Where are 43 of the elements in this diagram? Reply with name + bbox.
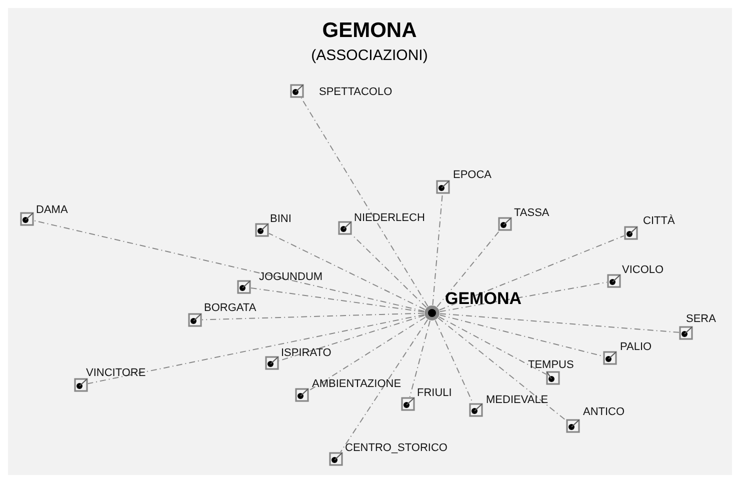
connector-line xyxy=(88,314,425,384)
hub-label: GEMONA xyxy=(445,289,522,309)
connector-line xyxy=(278,314,425,362)
connector-line xyxy=(439,282,608,312)
term-label: VICOLO xyxy=(622,264,664,276)
term-label: ANTICO xyxy=(583,406,625,418)
connector-line xyxy=(440,313,680,333)
connector-line xyxy=(250,288,425,312)
term-label: EPOCA xyxy=(453,169,492,181)
connector-line xyxy=(438,318,566,421)
connector-line xyxy=(300,98,428,307)
connector-line xyxy=(409,320,430,398)
term-label: VINCITORE xyxy=(86,367,146,379)
connector-line xyxy=(436,230,500,308)
connector-line xyxy=(438,316,546,375)
connector-line xyxy=(439,314,604,357)
term-label: SPETTACOLO xyxy=(319,86,392,98)
term-label: JOGUNDUM xyxy=(259,271,323,283)
term-label: BINI xyxy=(270,213,292,225)
term-label: CITTÀ xyxy=(643,215,675,227)
chart-subtitle: (ASSOCIAZIONI) xyxy=(311,47,428,64)
term-label: TASSA xyxy=(514,207,550,219)
term-label: TEMPUS xyxy=(528,359,574,371)
connector-line xyxy=(34,220,425,312)
term-label: BORGATA xyxy=(204,302,256,314)
term-label: AMBIENTAZIONE xyxy=(312,378,402,390)
connector-line xyxy=(268,232,426,310)
connector-line xyxy=(434,320,474,404)
connector-line xyxy=(438,235,624,310)
connector-line xyxy=(432,194,443,306)
term-label: CENTRO_STORICO xyxy=(345,442,448,454)
term-label: DAMA xyxy=(36,204,68,216)
term-label: ISPIRATO xyxy=(281,347,332,359)
connector-line xyxy=(352,234,427,308)
connector-line xyxy=(340,319,428,452)
term-label: PALIO xyxy=(620,341,652,353)
connector-line xyxy=(308,316,426,392)
term-label: NIEDERLECH xyxy=(354,212,425,224)
term-label: SERA xyxy=(686,313,716,325)
term-label: FRIULI xyxy=(417,387,452,399)
chart-title: GEMONA xyxy=(322,19,417,43)
term-label: MEDIEVALE xyxy=(486,394,548,406)
connector-line xyxy=(202,312,424,320)
